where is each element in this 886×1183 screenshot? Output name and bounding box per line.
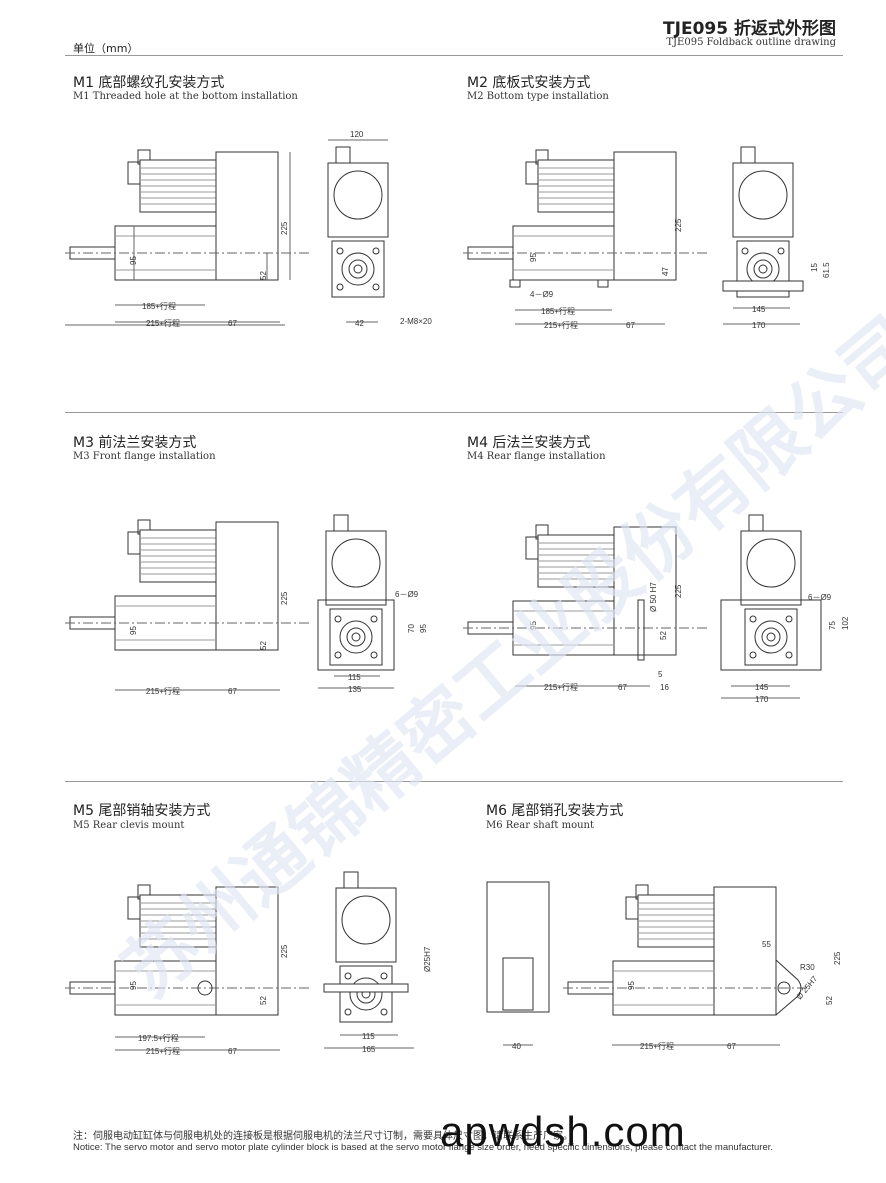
- section-title-m1: M1 底部螺纹孔安装方式: [73, 75, 225, 91]
- section-divider: [65, 781, 843, 782]
- m6-dim-95: 95: [627, 981, 636, 990]
- m2-dim-170: 170: [752, 321, 766, 330]
- m4-dim-170: 170: [755, 695, 769, 704]
- m6-dim-55: 55: [762, 940, 771, 949]
- unit-label: 单位（mm）: [73, 42, 139, 55]
- m6-dim-225: 225: [833, 951, 842, 965]
- site-watermark: apwdsh.com: [440, 1108, 686, 1155]
- m4-side-view: [462, 524, 709, 661]
- m3-dim-95: 95: [129, 626, 138, 635]
- section-subtitle-m2: M2 Bottom type installation: [467, 91, 609, 102]
- header-divider: [65, 55, 843, 56]
- m4-dim-215: 215+行程: [544, 682, 578, 692]
- m2-dim-225: 225: [674, 218, 683, 232]
- m5-dim-52: 52: [259, 996, 268, 1005]
- m1-dim-225: 225: [280, 221, 289, 235]
- notice-cn: 注：伺服电动缸缸体与伺服电机处的连接板是根据伺服电机的法兰尺寸订制，需要具体尺寸…: [73, 1131, 573, 1142]
- m3-end-view: [317, 514, 395, 671]
- section-title-m4: M4 后法兰安装方式: [467, 435, 591, 451]
- section-title-m5: M5 尾部销轴安装方式: [73, 803, 211, 819]
- m2-dim-95: 95: [529, 253, 538, 262]
- m4-dim-145: 145: [755, 683, 769, 692]
- m3-side-view: [64, 519, 311, 651]
- page-title: TJE095 折返式外形图: [663, 19, 836, 39]
- m4-dim-hole: 6－Ø9: [808, 593, 832, 602]
- section-title-m2: M2 底板式安装方式: [467, 75, 591, 91]
- m2-dim-47: 47: [661, 267, 670, 276]
- m3-dim-215: 215+行程: [146, 686, 180, 696]
- m1-dim-67: 67: [228, 319, 237, 328]
- m2-dim-145: 145: [752, 305, 766, 314]
- page-subtitle: TJE095 Foldback outline drawing: [666, 37, 836, 48]
- m5-dim-d25: Ø25H7: [423, 946, 432, 972]
- m2-end-view: [722, 146, 804, 298]
- m5-side-view: [64, 884, 311, 1016]
- m3-dim-225: 225: [280, 591, 289, 605]
- m3-dim-70: 70: [407, 624, 416, 633]
- m3-dim-hole: 6－Ø9: [395, 590, 419, 599]
- m6-dim-40: 40: [512, 1042, 521, 1051]
- m3-dim-67: 67: [228, 687, 237, 696]
- m2-dim-hole: 4－Ø9: [530, 290, 554, 299]
- m6-bottom-view: [486, 881, 550, 1046]
- m6-dim-r30: R30: [800, 963, 815, 972]
- m4-dim-102: 102: [841, 616, 850, 630]
- m1-dim-185: 185+行程: [142, 301, 176, 311]
- m5-dim-95: 95: [129, 981, 138, 990]
- m5-dim-115: 115: [362, 1032, 375, 1041]
- m6-dim-67: 67: [727, 1042, 736, 1051]
- m2-side-view: [462, 149, 709, 288]
- m4-dim-95: 95: [529, 621, 538, 630]
- m6-dim-215: 215+行程: [640, 1041, 674, 1051]
- m5-dim-225: 225: [280, 944, 289, 958]
- m4-dim-d50: Ø 50 H7: [649, 582, 658, 612]
- m3-dim-115: 115: [348, 673, 361, 682]
- m2-dim-67: 67: [626, 321, 635, 330]
- m4-dim-75: 75: [828, 621, 837, 630]
- section-subtitle-m3: M3 Front flange installation: [73, 451, 216, 462]
- section-title-m3: M3 前法兰安装方式: [73, 435, 197, 451]
- m6-side-view: [562, 884, 809, 1016]
- m4-dim-5: 5: [658, 670, 663, 679]
- m1-dim-95: 95: [129, 256, 138, 265]
- m3-dim-135: 135: [348, 685, 362, 694]
- m5-dim-215: 215+行程: [146, 1046, 180, 1056]
- m5-dim-197: 197.5+行程: [138, 1033, 179, 1043]
- m1-end-view: [327, 146, 389, 298]
- m1-dim-52: 52: [259, 271, 268, 280]
- section-divider: [65, 412, 843, 413]
- m6-dim-52: 52: [825, 996, 834, 1005]
- m4-dim-67: 67: [618, 683, 627, 692]
- m4-dim-225: 225: [674, 584, 683, 598]
- m1-dim-120: 120: [350, 130, 364, 139]
- section-subtitle-m6: M6 Rear shaft mount: [486, 820, 594, 831]
- section-subtitle-m5: M5 Rear clevis mount: [73, 820, 185, 831]
- m5-dim-67: 67: [228, 1047, 237, 1056]
- m4-dim-16: 16: [660, 683, 669, 692]
- m4-dim-52: 52: [659, 631, 668, 640]
- m1-dim-m8: 2-M8×20: [400, 317, 432, 326]
- m5-dim-165: 165: [362, 1045, 376, 1054]
- notice-en: Notice: The servo motor and servo motor …: [73, 1142, 774, 1153]
- m3-dim-95b: 95: [419, 624, 428, 633]
- m2-dim-215: 215+行程: [544, 320, 578, 330]
- section-subtitle-m1: M1 Threaded hole at the bottom installat…: [73, 91, 298, 102]
- m3-dim-52: 52: [259, 641, 268, 650]
- section-title-m6: M6 尾部销孔安装方式: [486, 803, 624, 819]
- m4-end-view: [720, 514, 822, 671]
- m1-dim-215: 215+行程: [146, 318, 180, 328]
- m1-dim-42: 42: [355, 319, 364, 328]
- section-subtitle-m4: M4 Rear flange installation: [467, 451, 606, 462]
- m2-dim-61: 61.5: [822, 262, 831, 278]
- m5-end-view: [323, 871, 409, 1023]
- m2-dim-15: 15: [810, 263, 819, 272]
- m2-dim-185: 185+行程: [541, 306, 575, 316]
- m1-side-view: [64, 149, 311, 326]
